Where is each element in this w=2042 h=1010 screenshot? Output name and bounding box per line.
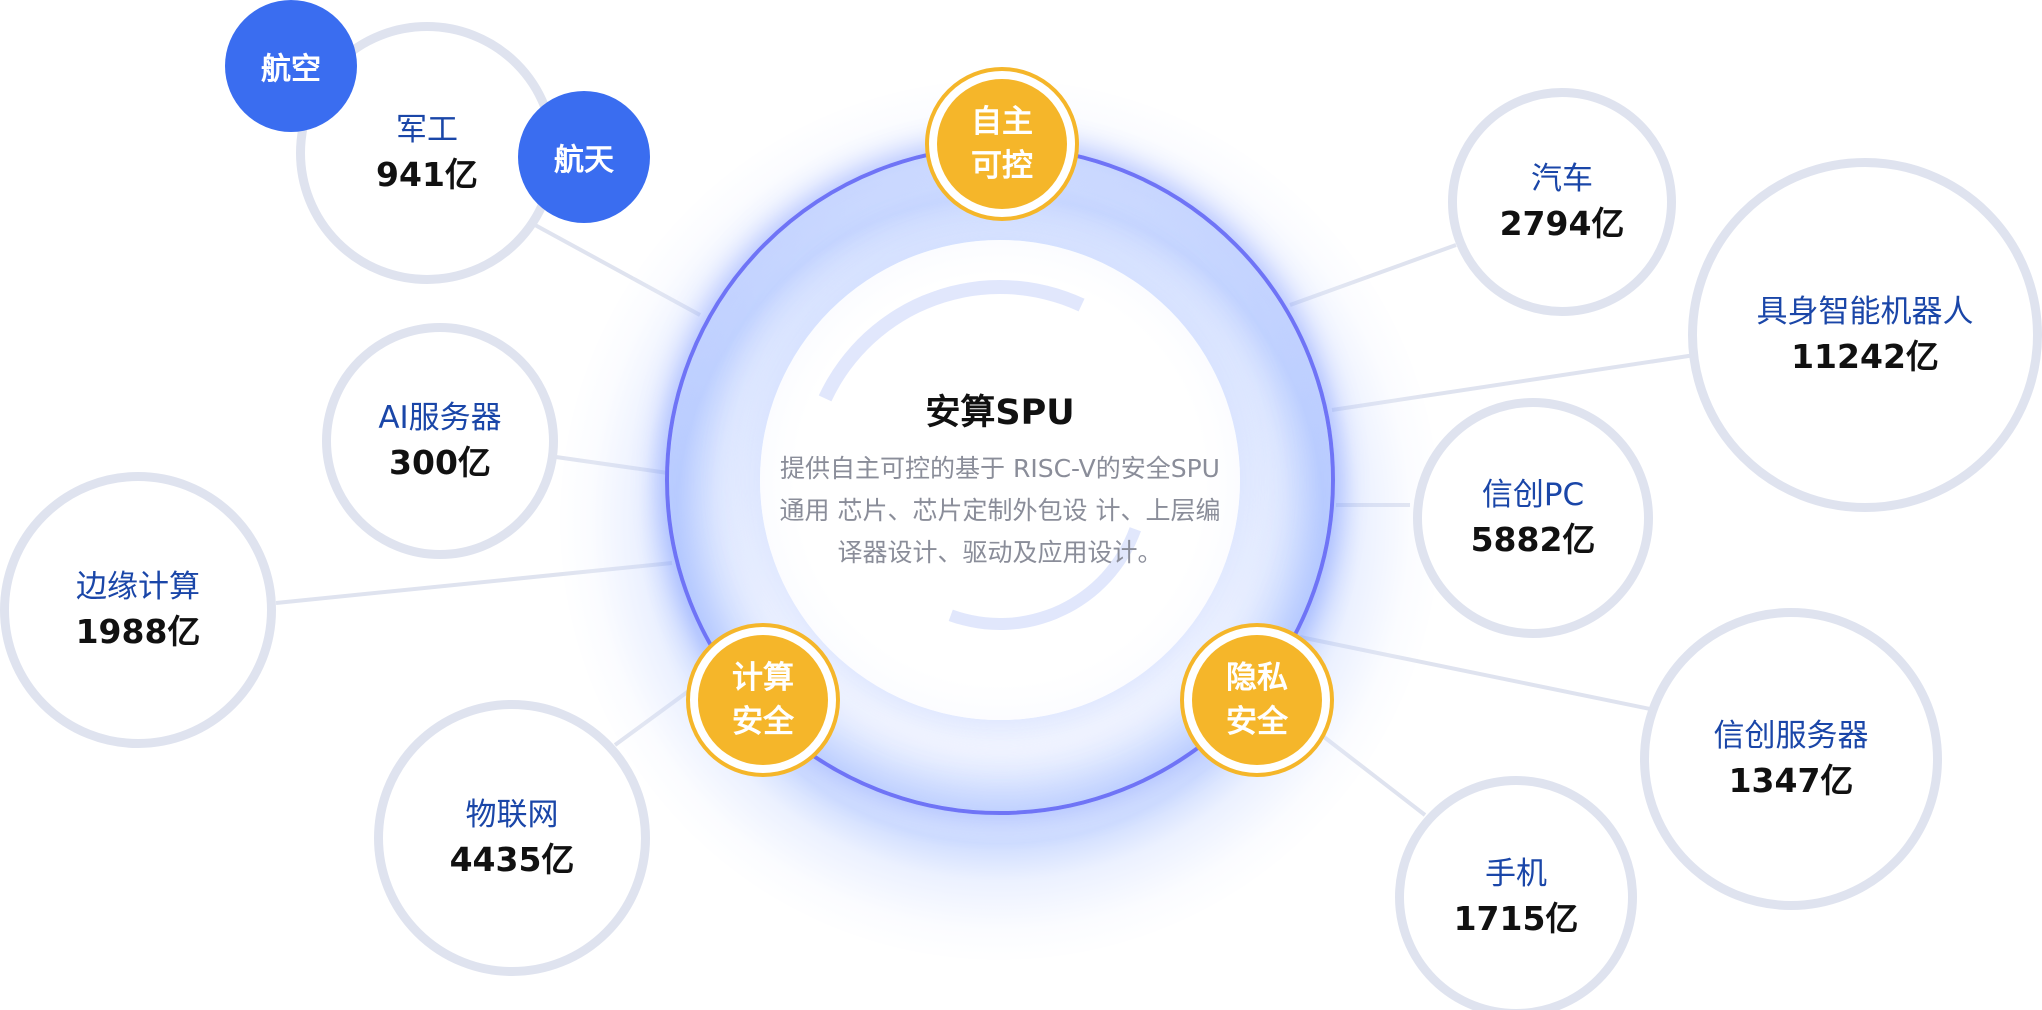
market-name: 信创PC <box>1481 477 1585 513</box>
tag-aerospace: 航天 <box>518 91 650 223</box>
market-edge-computing: 边缘计算 1988亿 <box>0 472 276 748</box>
market-name: 手机 <box>1485 856 1547 892</box>
badge-privacy-security: 隐私 安全 <box>1180 623 1334 777</box>
market-value: 4435亿 <box>449 840 575 879</box>
center-desc-line: 提供自主可控的基于 RISC-V的安全SPU <box>780 454 1220 483</box>
market-phone: 手机 1715亿 <box>1395 776 1637 1010</box>
market-value: 941亿 <box>376 155 478 194</box>
market-name: 物联网 <box>465 797 559 833</box>
market-name: 汽车 <box>1531 161 1593 197</box>
market-name: 信创服务器 <box>1713 718 1869 754</box>
market-name: 具身智能机器人 <box>1756 294 1974 330</box>
market-value: 300亿 <box>389 443 491 482</box>
market-xinchuang-server: 信创服务器 1347亿 <box>1640 608 1942 910</box>
center-disc <box>760 240 1240 720</box>
center-title: 安算SPU <box>925 393 1075 433</box>
market-ai-server: AI服务器 300亿 <box>322 323 558 559</box>
market-xinchuang-pc: 信创PC 5882亿 <box>1413 398 1653 638</box>
market-value: 11242亿 <box>1791 337 1939 376</box>
market-name: 边缘计算 <box>76 569 200 605</box>
market-value: 2794亿 <box>1499 204 1625 243</box>
market-name: 军工 <box>396 112 458 148</box>
center-desc-line: 通用 芯片、芯片定制外包设 计、上层编 <box>779 496 1221 525</box>
market-auto: 汽车 2794亿 <box>1448 88 1676 316</box>
market-value: 5882亿 <box>1470 520 1596 559</box>
badge-autonomous: 自主 可控 <box>925 67 1079 221</box>
market-value: 1715亿 <box>1453 899 1579 938</box>
market-name: AI服务器 <box>378 400 502 436</box>
badge-compute-security: 计算 安全 <box>686 623 840 777</box>
market-iot: 物联网 4435亿 <box>374 700 650 976</box>
market-value: 1988亿 <box>75 612 201 651</box>
center-desc-line: 译器设计、驱动及应用设计。 <box>837 538 1163 567</box>
market-embodied-robot: 具身智能机器人 11242亿 <box>1688 158 2042 512</box>
center-description: 提供自主可控的基于 RISC-V的安全SPU 通用 芯片、芯片定制外包设 计、上… <box>752 448 1248 574</box>
market-value: 1347亿 <box>1728 761 1854 800</box>
tag-aviation: 航空 <box>225 0 357 132</box>
